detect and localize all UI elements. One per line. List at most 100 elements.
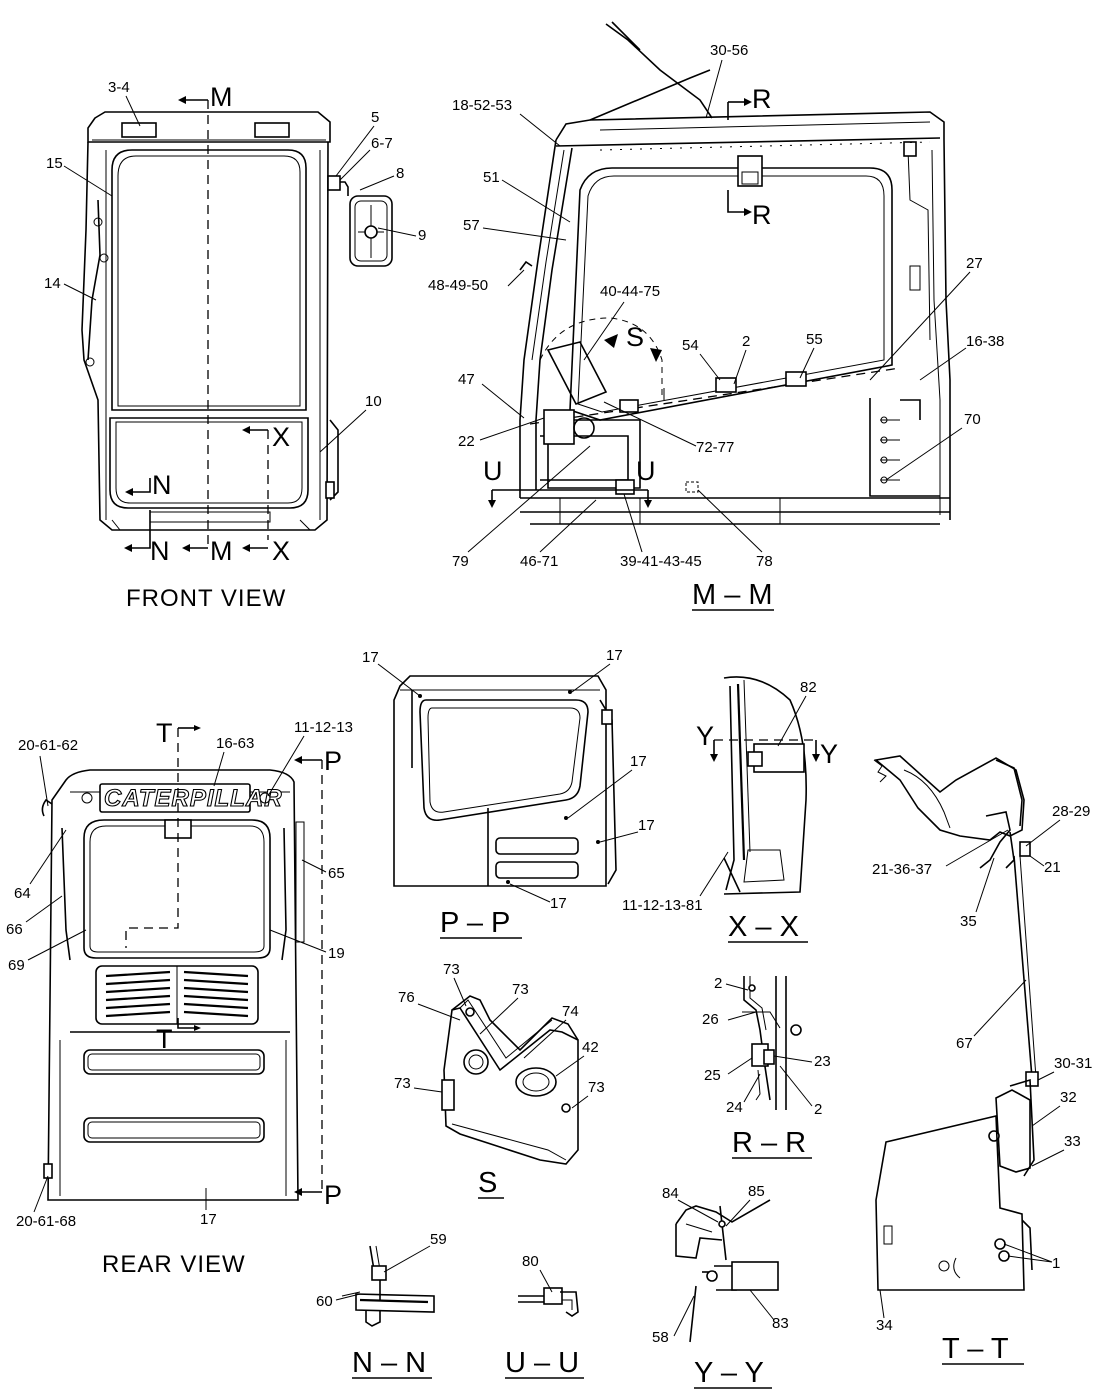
callout-label: 51: [483, 169, 500, 186]
section-mark-r-bottom: R: [752, 200, 772, 230]
section-mark-n-bottom: N: [150, 536, 170, 566]
uu-section-drawing: [518, 1287, 579, 1317]
section-mark-m-bottom: M: [210, 536, 233, 566]
callout-label: 48-49-50: [428, 277, 488, 294]
callout-label: 26: [702, 1011, 719, 1028]
callout-label: 8: [396, 165, 404, 182]
callout-label: 55: [806, 331, 823, 348]
mm-callouts: 30-56 18-52-53 51 57 48-49-50 40-44-75 5…: [428, 42, 1004, 570]
yy-callouts: 84 85 83 58: [652, 1183, 789, 1346]
callout-label: 60: [316, 1293, 333, 1310]
callout-label: 5: [371, 109, 379, 126]
callout-label: 14: [44, 275, 61, 292]
callout-label: 21: [1044, 859, 1061, 876]
callout-label: 2: [742, 333, 750, 350]
callout-label: 11-12-13-81: [622, 897, 703, 914]
rear-section-arrows: T T P P: [156, 718, 342, 1210]
xx-section-arrows: Y Y: [696, 721, 838, 769]
rear-callouts: 20-61-62 16-63 11-12-13 64 65 66 69 19 2…: [6, 719, 353, 1230]
callout-label: 83: [772, 1315, 789, 1332]
rr-callouts: 2 26 23 25 24 2: [702, 975, 831, 1118]
callout-label: 66: [6, 921, 23, 938]
callout-label: 17: [638, 817, 655, 834]
callout-label: 80: [522, 1253, 539, 1270]
callout-label: 76: [398, 989, 415, 1006]
section-mark-u-left: U: [483, 456, 503, 486]
nn-callouts: 59 60: [316, 1231, 447, 1310]
callout-label: 20-61-68: [16, 1213, 76, 1230]
yy-section-title: Y – Y: [694, 1357, 764, 1389]
callout-label: 2: [814, 1101, 822, 1118]
section-mark-p-bottom: P: [324, 1180, 342, 1210]
callout-label: 17: [550, 895, 567, 912]
front-section-arrows: M X N N M X: [124, 82, 290, 566]
callout-label: 82: [800, 679, 817, 696]
callout-label: 6-7: [371, 135, 393, 152]
callout-label: 17: [200, 1211, 217, 1228]
tt-section-title: T – T: [942, 1333, 1009, 1365]
nn-section-drawing: [341, 1245, 435, 1327]
section-mark-m-top: M: [210, 82, 233, 112]
section-mark-u-right: U: [636, 456, 656, 486]
section-mark-t-bottom: T: [156, 1024, 173, 1054]
callout-label: 78: [756, 553, 773, 570]
s-detail-drawing: [441, 995, 579, 1165]
caterpillar-logo: CATERPILLAR: [104, 785, 283, 812]
callout-label: 9: [418, 227, 426, 244]
callout-label: 64: [14, 885, 31, 902]
s-callouts: 73 73 76 74 42 73 73: [394, 961, 605, 1109]
callout-label: 73: [588, 1079, 605, 1096]
callout-label: 30-31: [1054, 1055, 1092, 1072]
callout-label: 16-63: [216, 735, 254, 752]
callout-label: 54: [682, 337, 699, 354]
callout-label: 73: [394, 1075, 411, 1092]
callout-label: 39-41-43-45: [620, 553, 702, 570]
mm-section-title: M – M: [692, 579, 773, 611]
callout-label: 21-36-37: [872, 861, 932, 878]
section-mark-n-top: N: [152, 470, 172, 500]
pp-callouts: 17 17 17 17 17: [362, 647, 655, 912]
rr-section-drawing: [742, 976, 802, 1110]
callout-label: 17: [630, 753, 647, 770]
mm-section-arrows: R R S U U: [483, 84, 772, 508]
rr-section-title: R – R: [732, 1127, 806, 1159]
callout-label: 69: [8, 957, 25, 974]
callout-label: 19: [328, 945, 345, 962]
callout-label: 33: [1064, 1133, 1081, 1150]
yy-section-drawing: [675, 1199, 779, 1343]
tt-section-drawing: [873, 755, 1039, 1291]
callout-label: 30-56: [710, 42, 748, 59]
section-mark-r-top: R: [752, 84, 772, 114]
callout-label: 35: [960, 913, 977, 930]
rear-view-title: REAR VIEW: [102, 1251, 246, 1278]
section-mark-s: S: [626, 322, 644, 352]
callout-label: 2: [714, 975, 722, 992]
callout-label: 22: [458, 433, 475, 450]
section-mark-x-top: X: [272, 422, 290, 452]
callout-label: 17: [606, 647, 623, 664]
callout-label: 84: [662, 1185, 679, 1202]
front-view-drawing: [81, 100, 393, 545]
front-view-title: FRONT VIEW: [126, 585, 286, 612]
callout-label: 40-44-75: [600, 283, 660, 300]
callout-label: 79: [452, 553, 469, 570]
callout-label: 16-38: [966, 333, 1004, 350]
callout-label: 32: [1060, 1089, 1077, 1106]
callout-label: 72-77: [696, 439, 734, 456]
uu-section-title: U – U: [505, 1347, 579, 1379]
callout-label: 3-4: [108, 79, 130, 96]
callout-label: 10: [365, 393, 382, 410]
rear-view-drawing: CATERPILLAR: [41, 728, 323, 1201]
callout-label: 24: [726, 1099, 743, 1116]
callout-label: 23: [814, 1053, 831, 1070]
callout-label: 65: [328, 865, 345, 882]
callout-label: 17: [362, 649, 379, 666]
callout-label: 1: [1052, 1255, 1060, 1272]
pp-section-drawing: [393, 675, 617, 887]
section-mark-x-bottom: X: [272, 536, 290, 566]
callout-label: 57: [463, 217, 480, 234]
callout-label: 46-71: [520, 553, 558, 570]
mm-section-drawing: [519, 21, 951, 525]
section-mark-t-top: T: [156, 718, 173, 748]
